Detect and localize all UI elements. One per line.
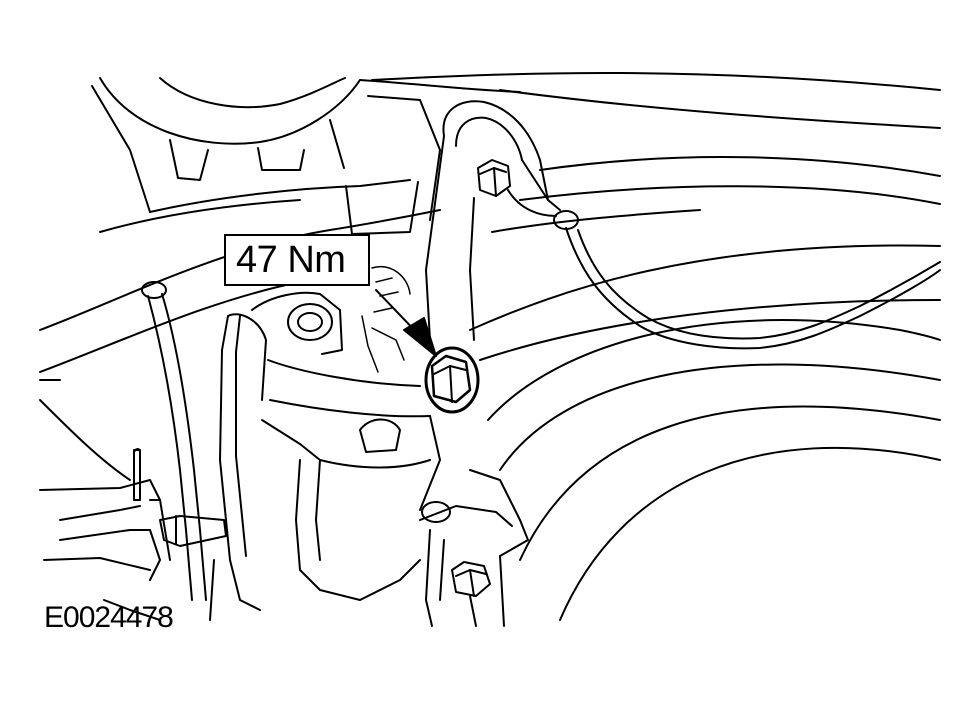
upper-bracket <box>425 100 561 341</box>
pointer-arrow <box>375 289 437 357</box>
sensor-cable-right <box>507 189 941 350</box>
torque-hex-bolt <box>424 346 480 414</box>
upper-hex-bolt <box>477 159 511 197</box>
torque-value-label: 47 Nm <box>236 239 346 281</box>
figure-id-label: E0024478 <box>44 601 174 634</box>
lower-left-housing <box>39 379 227 621</box>
lower-control-arm <box>371 71 941 621</box>
lower-link <box>419 469 529 627</box>
upper-housing <box>91 77 361 213</box>
knuckle-body <box>219 291 441 611</box>
subframe-beam <box>39 79 521 373</box>
brake-hose-left <box>133 281 207 601</box>
torque-callout-box <box>224 234 370 286</box>
clip-detail <box>361 265 411 373</box>
